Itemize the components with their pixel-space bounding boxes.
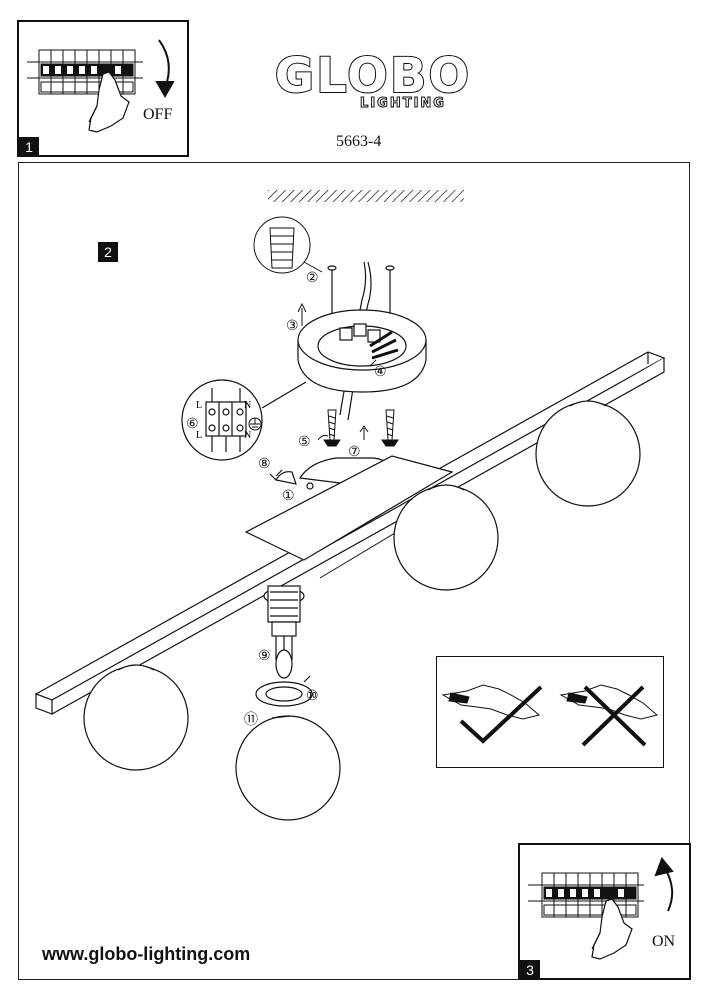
screw-icon xyxy=(297,302,399,447)
callout-8: ⑧ xyxy=(258,457,271,472)
callout-5: ⑤ xyxy=(298,435,311,450)
callout-4: ④ xyxy=(374,365,387,380)
callout-11: ⑪ xyxy=(244,712,258,728)
glass-globe xyxy=(393,484,499,591)
terminal-label-n-bottom: N xyxy=(244,430,251,441)
callout-3: ③ xyxy=(286,319,299,334)
callout-2: ② xyxy=(306,271,319,286)
circuit-breaker-icon xyxy=(528,872,644,918)
terminal-label-l-top: L xyxy=(196,400,202,411)
arrow-icon xyxy=(654,857,674,912)
glass-globe xyxy=(235,715,341,821)
callout-1: ① xyxy=(282,489,295,504)
hand-icon xyxy=(591,898,633,960)
step-3-badge: 3 xyxy=(520,960,540,980)
ceiling-canopy xyxy=(297,309,427,393)
hand-icon xyxy=(88,71,130,133)
terminal-label-l-bottom: L xyxy=(196,430,202,441)
callout-9: ⑨ xyxy=(258,649,271,664)
arrow-icon xyxy=(155,39,175,99)
step-1-panel: OFF 1 xyxy=(17,20,189,157)
handling-panel xyxy=(436,656,664,768)
switch-off-label: OFF xyxy=(143,106,173,123)
step-2-badge: 2 xyxy=(98,242,118,262)
brand-logo: GLOBO LIGHTING xyxy=(262,48,484,112)
wall-plug-icon xyxy=(253,216,323,274)
back-plate xyxy=(244,455,454,561)
glass-globe xyxy=(535,400,641,507)
lamp-socket xyxy=(263,585,305,679)
glass-globe xyxy=(83,664,189,771)
callout-7: ⑦ xyxy=(348,445,361,460)
brand-name: GLOBO xyxy=(274,48,472,104)
terminal-label-n-top: N xyxy=(244,400,251,411)
terminal-block-detail xyxy=(181,379,307,461)
brand-sub: LIGHTING xyxy=(360,96,446,112)
fixing-ring xyxy=(255,675,313,719)
model-number: 5663-4 xyxy=(336,133,382,150)
glove-handling-illustration xyxy=(441,684,659,747)
check-mark-icon xyxy=(459,685,543,744)
cross-mark-icon xyxy=(581,685,647,747)
callout-6: ⑥ xyxy=(186,417,199,432)
assembly-frame xyxy=(18,162,690,980)
website-url[interactable]: www.globo-lighting.com xyxy=(42,944,251,964)
step-3-panel: ON 3 xyxy=(518,843,691,980)
earth-symbol-icon xyxy=(248,417,262,431)
ceiling-hatch xyxy=(268,190,464,202)
callout-10: ⑩ xyxy=(306,689,319,704)
breaker-switch-off-illustration xyxy=(27,39,175,133)
switch-on-label: ON xyxy=(652,933,676,950)
step-1-badge: 1 xyxy=(19,137,39,157)
breaker-switch-on-illustration xyxy=(528,857,674,960)
